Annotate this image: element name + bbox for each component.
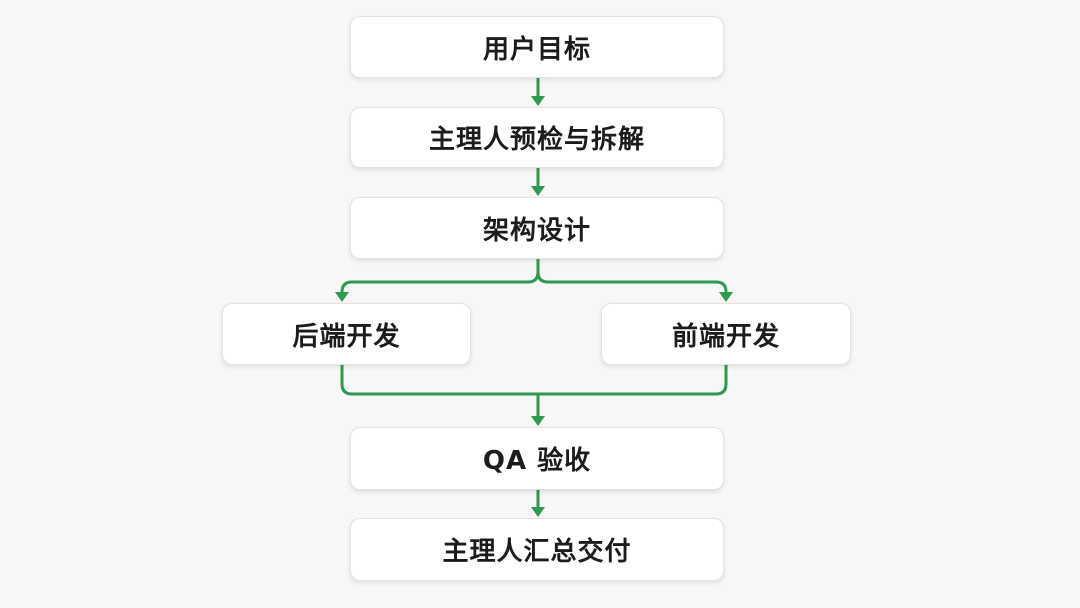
node-qa-acceptance: QA 验收	[350, 427, 724, 490]
arrowhead-deliver	[531, 507, 545, 517]
node-backend-dev: 后端开发	[222, 303, 471, 365]
arrowhead-architecture	[531, 186, 545, 196]
arrowhead-backend	[335, 292, 349, 302]
arrowhead-qa	[531, 416, 545, 426]
node-lead-precheck: 主理人预检与拆解	[350, 107, 724, 168]
node-architecture-design: 架构设计	[350, 197, 724, 259]
arrow-architecture-split	[340, 257, 728, 296]
arrowhead-frontend	[719, 292, 733, 302]
node-lead-delivery: 主理人汇总交付	[350, 518, 724, 581]
node-frontend-dev: 前端开发	[601, 303, 851, 365]
arrow-merge-to-qa	[340, 363, 728, 420]
node-user-goal: 用户目标	[350, 16, 724, 78]
arrowhead-precheck	[531, 96, 545, 106]
